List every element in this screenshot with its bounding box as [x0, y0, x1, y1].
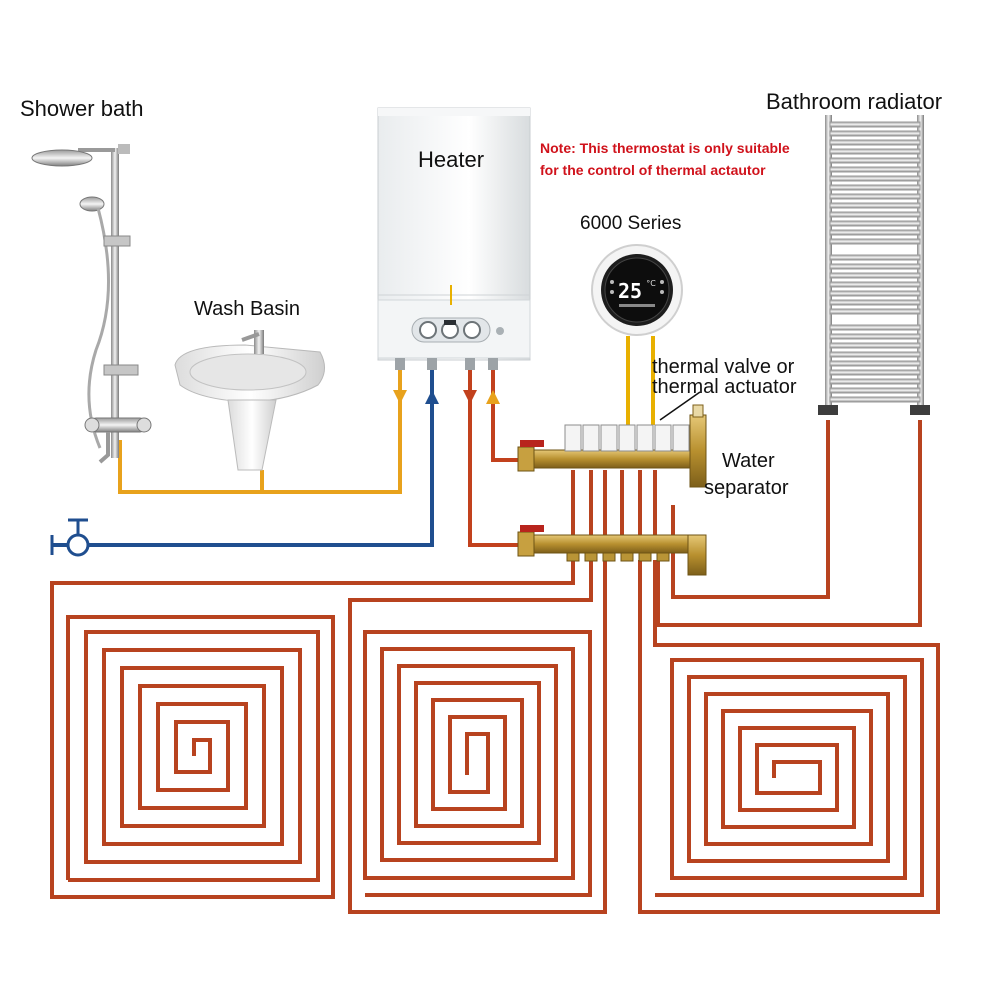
radiator-bar [829, 254, 921, 261]
radiator-bar [829, 211, 921, 218]
radiator-bar [829, 360, 921, 367]
radiator-bar [829, 220, 921, 227]
thermal-valve-label-2: thermal actuator [652, 376, 797, 398]
radiator-bar [829, 238, 921, 245]
heater-boiler [377, 107, 531, 370]
radiator-bar [829, 342, 921, 349]
arrow-up-cold [425, 390, 439, 404]
shower-head [31, 149, 93, 167]
wash-basin [174, 330, 325, 471]
radiator-bar [829, 281, 921, 288]
spiral-right [655, 658, 924, 897]
radiator-bar [829, 324, 921, 331]
radiator-bar [829, 130, 921, 137]
radiator-bar [829, 193, 921, 200]
water-separator-label-2: separator [704, 477, 789, 499]
arrow-up-return [486, 390, 500, 404]
series-label: 6000 Series [580, 213, 682, 234]
water-separator-manifold [517, 404, 707, 576]
thermostat-note: Note: This thermostat is only suitable f… [540, 138, 790, 181]
radiator-bar [829, 387, 921, 394]
note-line-1: Note: This thermostat is only suitable [540, 140, 790, 156]
loop-3-feed [638, 560, 940, 914]
radiator-bar [829, 121, 921, 128]
floor-heating-loops [50, 420, 940, 914]
radiator-bar [829, 351, 921, 358]
wash-basin-label: Wash Basin [194, 298, 300, 320]
radiator-feed [656, 420, 922, 627]
thermostat-unit: °C [646, 279, 656, 288]
shower-bath-label: Shower bath [20, 96, 144, 121]
arrow-down-flow [463, 390, 477, 404]
radiator-bar [829, 333, 921, 340]
heating-flow-pipe [468, 368, 530, 547]
radiator-bar [829, 184, 921, 191]
spiral-left [68, 630, 320, 882]
radiator-bar [829, 263, 921, 270]
radiator-bar [829, 202, 921, 209]
radiator-bar [829, 378, 921, 385]
loop-1-return [348, 560, 607, 914]
heater-label: Heater [418, 147, 485, 172]
cold-water-tap [50, 518, 90, 557]
water-separator-label-1: Water [722, 450, 775, 472]
radiator-bar [829, 272, 921, 279]
radiator-bar [829, 175, 921, 182]
radiator-bar [829, 139, 921, 146]
hand-shower [79, 196, 105, 212]
radiator-bar [829, 157, 921, 164]
radiator-bar [829, 166, 921, 173]
actuator-caps [564, 424, 690, 452]
boiler-pipes [52, 368, 530, 547]
radiator-bar [829, 299, 921, 306]
note-line-2: for the control of thermal actautor [540, 161, 766, 178]
radiator-bar [829, 148, 921, 155]
boiler-knob-left [419, 321, 437, 339]
spiral-middle [363, 630, 592, 897]
arrow-down-hot [393, 390, 407, 404]
ball-valve-bottom [517, 525, 544, 557]
cold-water-pipe [52, 368, 434, 547]
bathroom-radiator [818, 115, 930, 415]
loop-1-feed [50, 560, 575, 899]
radiator-bar [829, 308, 921, 315]
boiler-knob-right [463, 321, 481, 339]
shower-fixture [31, 144, 152, 464]
bathroom-radiator-label: Bathroom radiator [766, 89, 943, 114]
ball-valve-top [517, 440, 544, 472]
radiator-bar [829, 369, 921, 376]
radiator-bar [829, 396, 921, 403]
port-fittings [566, 552, 670, 562]
thermostat-6000-series: 25 °C [591, 244, 701, 425]
thermostat-temperature: 25 [618, 279, 642, 303]
radiator-bar [829, 290, 921, 297]
thermal-valve-label-1: thermal valve or [652, 356, 795, 378]
radiator-bar [829, 229, 921, 236]
